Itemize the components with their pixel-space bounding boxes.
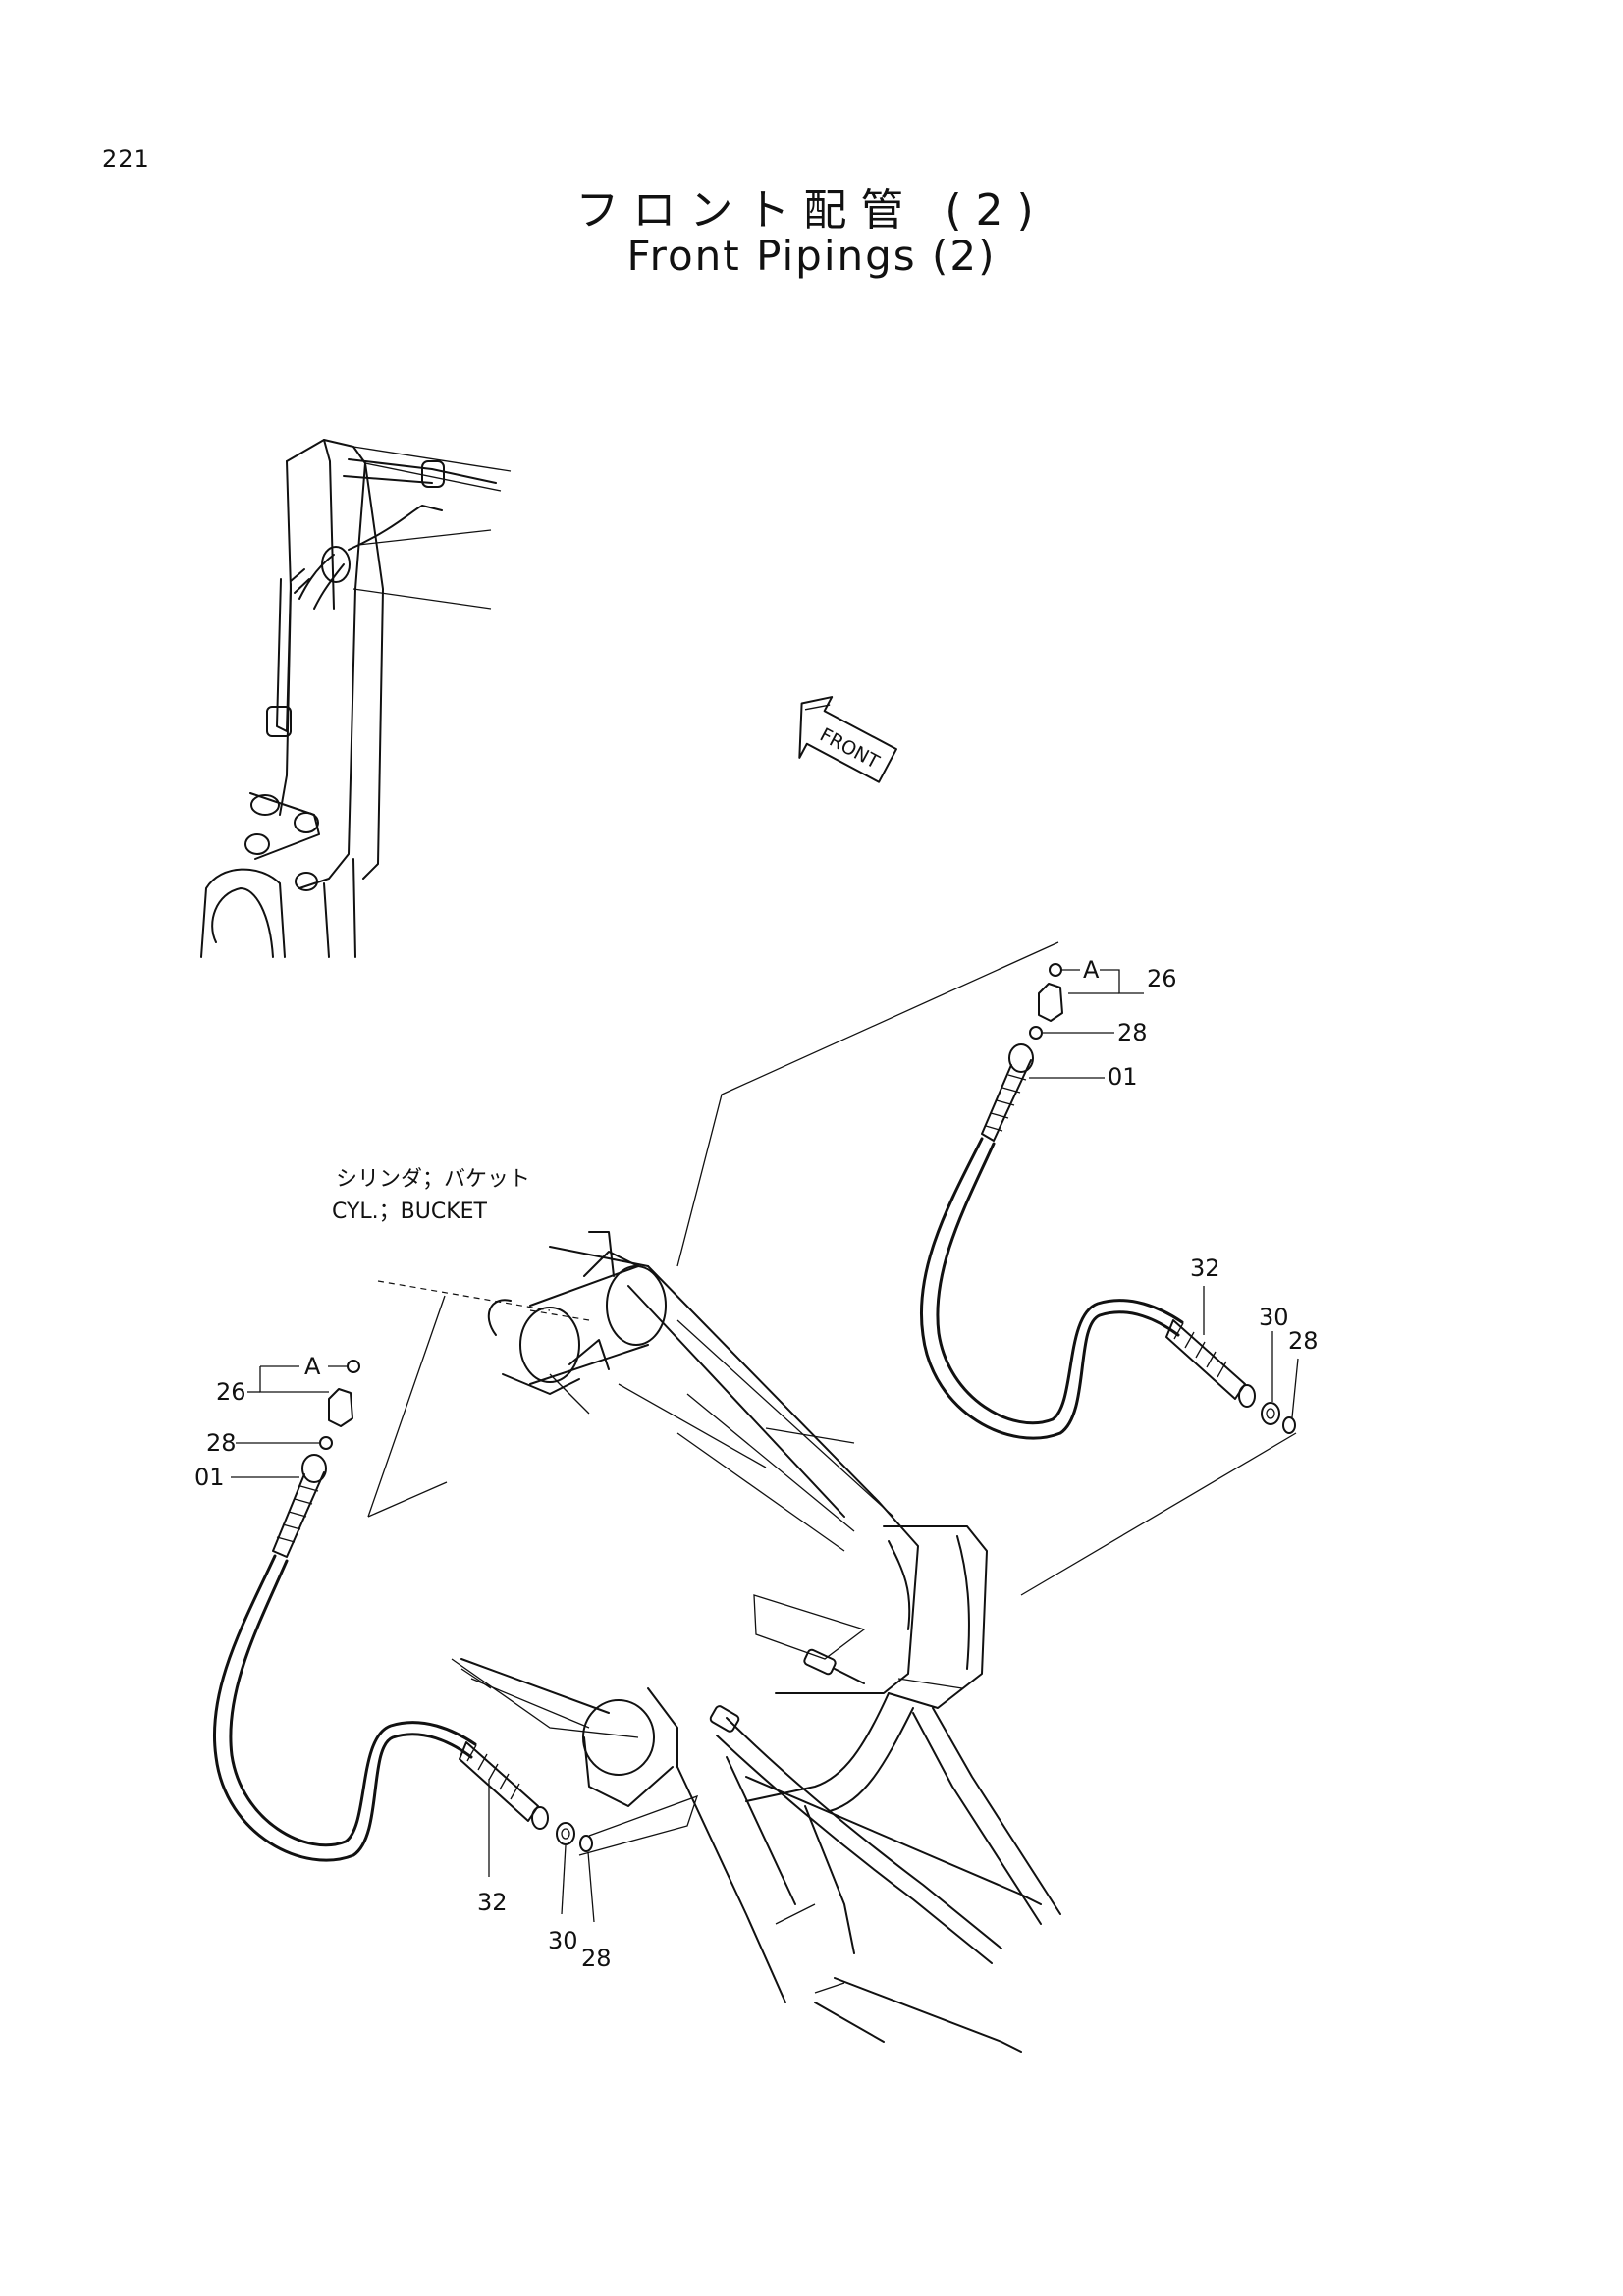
front-direction-arrow: FRONT	[798, 696, 897, 783]
left-callout-32: 32	[477, 1889, 508, 1916]
left-part-30-washer	[556, 1822, 575, 1845]
right-callout-01: 01	[1108, 1063, 1138, 1091]
right-part-28-end-oring	[1282, 1416, 1296, 1434]
cylinder-note-jp: シリンダ；バケット	[336, 1167, 530, 1192]
right-callout-30: 30	[1259, 1304, 1289, 1331]
right-part-26-nipple	[1038, 983, 1063, 1022]
right-callout-28-end: 28	[1288, 1327, 1319, 1355]
left-part-28-end-oring	[579, 1835, 593, 1852]
boom-overview-inset	[200, 439, 512, 958]
left-callout-28-top: 28	[206, 1429, 237, 1457]
arm-bucket-linkage	[367, 1231, 1297, 2053]
left-part-32-fitting	[459, 1741, 549, 1830]
page-number: 221	[102, 145, 150, 173]
right-detail-label: A	[1083, 956, 1100, 984]
title-japanese: フロント配管 (2)	[575, 186, 1048, 236]
left-detail-marker	[347, 1360, 360, 1373]
right-detail-marker	[1049, 963, 1062, 977]
right-part-30-washer	[1261, 1402, 1280, 1425]
left-callout-30: 30	[548, 1927, 578, 1954]
title-english: Front Pipings (2)	[626, 232, 997, 280]
right-part-32-fitting	[1165, 1319, 1256, 1408]
right-callout-26: 26	[1147, 965, 1177, 992]
right-part-28-oring	[1029, 1026, 1043, 1040]
right-part-01-hose	[920, 1043, 1184, 1440]
left-callout-26: 26	[216, 1378, 246, 1406]
left-callout-01: 01	[194, 1464, 225, 1491]
left-part-26-nipple	[328, 1388, 353, 1427]
right-callout-32: 32	[1190, 1255, 1220, 1282]
right-callout-28-top: 28	[1117, 1019, 1148, 1046]
left-callout-28-end: 28	[581, 1945, 612, 1972]
cylinder-note-en: CYL.；BUCKET	[332, 1200, 488, 1224]
left-detail-label: A	[304, 1353, 321, 1380]
left-part-01-hose	[213, 1454, 477, 1862]
left-part-28-oring	[319, 1436, 333, 1450]
right-hose-assembly: A 26 28 01	[676, 941, 1319, 1440]
left-hose-assembly: A 26 28 01	[194, 1353, 612, 1972]
